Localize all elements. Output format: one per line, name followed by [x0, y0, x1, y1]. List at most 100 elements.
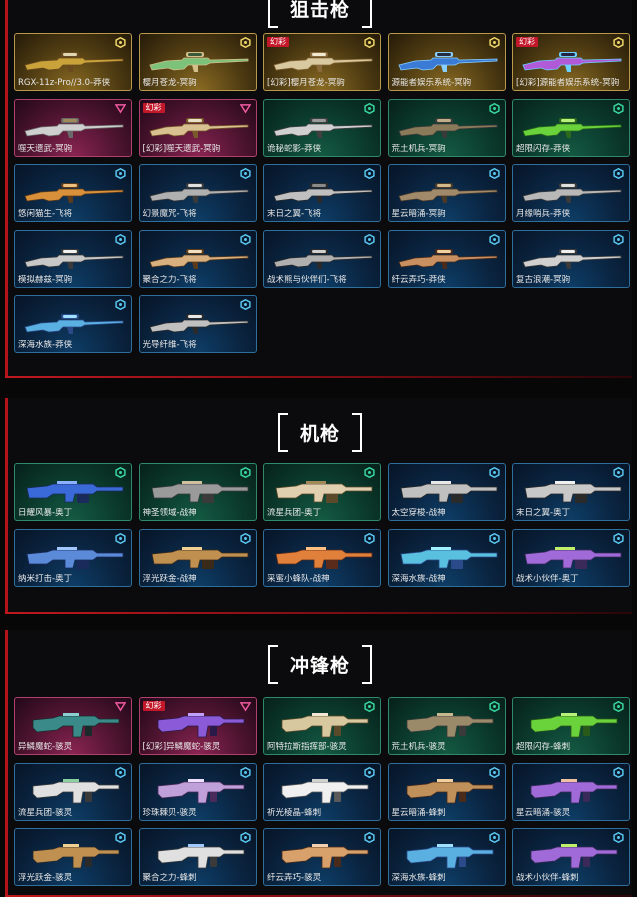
weapon-image — [273, 52, 373, 72]
skin-card[interactable]: 幻彩[幻彩]源能者娱乐系统-冥驹 — [512, 33, 630, 91]
skin-name: 悠闲猫生-飞将 — [18, 209, 73, 219]
section-header: 冲锋枪 — [8, 642, 632, 686]
skin-card[interactable]: 聚合之力-飞将 — [138, 229, 257, 288]
weapon-image — [397, 248, 497, 269]
skin-name: 复古浪潮-冥驹 — [516, 274, 571, 285]
skin-card[interactable]: 流星兵团-奥丁 — [263, 463, 381, 521]
skin-card[interactable]: 珍珠棘贝-骇灵 — [138, 762, 257, 821]
skin-card[interactable]: 超限闪存-蜂刺 — [512, 697, 630, 755]
skin-name: 流星兵团-奥丁 — [267, 508, 322, 518]
skin-card[interactable]: RGX-11z-Pro//3.0-莽侠 — [14, 33, 132, 91]
skin-card[interactable]: 荒土机兵-冥驹 — [387, 98, 506, 157]
weapon-image — [530, 778, 618, 803]
skin-name: 超限闪存-莽侠 — [516, 143, 571, 154]
skin-card[interactable]: 采蜜小蜂队-战神 — [263, 528, 381, 587]
skin-card[interactable]: 荒土机兵-骇灵 — [387, 697, 506, 755]
rarity-hexagon-icon — [115, 37, 126, 48]
rarity-hexagon-icon — [239, 233, 251, 245]
skin-name: 噬天遗武-冥驹 — [18, 143, 73, 154]
skin-card[interactable]: 浮光跃金-骇灵 — [14, 828, 132, 886]
skin-card[interactable]: 神圣领域-战神 — [138, 463, 257, 521]
skin-card[interactable]: 幻彩[幻彩]异鳞魔蛇-骇灵 — [138, 697, 257, 755]
rarity-hexagon-icon — [488, 766, 500, 778]
rarity-hexagon-icon — [115, 299, 126, 310]
skin-name: [幻彩]樱月苍龙-冥驹 — [267, 78, 345, 88]
skin-card[interactable]: 战术小伙伴-奥丁 — [512, 528, 630, 587]
weapon-image — [400, 481, 497, 503]
skin-name: 星云暗涌-蜂刺 — [391, 807, 446, 818]
rarity-hexagon-icon — [488, 37, 500, 48]
section-title: 机枪 — [277, 412, 363, 452]
skin-card[interactable]: 光导纤维-飞将 — [138, 295, 257, 353]
skin-card[interactable]: 纤云弄巧-莽侠 — [387, 229, 506, 288]
rarity-hexagon-icon — [364, 102, 375, 114]
skin-card[interactable]: 流星兵团-骇灵 — [14, 762, 132, 821]
skin-card[interactable]: 星云暗涌-蜂刺 — [387, 762, 506, 821]
skin-card[interactable]: 纤云弄巧-骇灵 — [263, 828, 381, 886]
weapon-image — [275, 546, 373, 569]
skin-card[interactable]: 末日之翼-飞将 — [263, 164, 381, 222]
weapon-image — [281, 844, 369, 869]
skin-card[interactable]: 太空穿梭-战神 — [387, 463, 506, 521]
skin-name: 阿特拉斯指挥部-骇灵 — [267, 742, 347, 752]
rarity-hexagon-icon — [364, 233, 375, 245]
skin-card[interactable]: 祈光棱晶-蜂刺 — [263, 762, 381, 821]
skin-card[interactable]: 樱月苍龙-冥驹 — [138, 33, 257, 91]
rarity-hexagon-icon — [364, 701, 375, 712]
skin-card[interactable]: 深海水族-莽侠 — [14, 295, 132, 353]
weapon-image — [157, 778, 244, 803]
skin-card[interactable]: 战术熊与伙伴们-飞将 — [263, 229, 381, 288]
skin-card[interactable]: 战术小伙伴-蜂刺 — [512, 828, 630, 886]
rarity-hexagon-icon — [115, 233, 126, 245]
skin-card[interactable]: 浮光跃金-战神 — [138, 528, 257, 587]
skin-card[interactable]: 异鳞魔蛇-骇灵 — [14, 697, 132, 755]
skin-card[interactable]: 幻彩[幻彩]噬天遗武-冥驹 — [138, 98, 257, 157]
skin-card[interactable]: 日耀风暴-奥丁 — [14, 463, 132, 521]
rarity-hexagon-icon — [613, 467, 624, 478]
skin-card[interactable]: 模拟赫兹-冥驹 — [14, 229, 132, 288]
skin-card[interactable]: 星云暗涌-骇灵 — [512, 762, 630, 821]
section-title: 冲锋枪 — [267, 644, 373, 684]
skin-card[interactable]: 悠闲猫生-飞将 — [14, 164, 132, 222]
skin-card[interactable]: 月缘哨兵-莽侠 — [512, 164, 630, 222]
rarity-triangle-icon — [115, 103, 126, 114]
section-title: 狙击枪 — [267, 0, 373, 28]
skin-card[interactable]: 噬天遗武-冥驹 — [14, 98, 132, 157]
rarity-hexagon-icon — [239, 299, 251, 310]
rarity-hexagon-icon — [488, 233, 500, 245]
skin-card[interactable]: 深海水族-战神 — [387, 528, 506, 587]
skin-card[interactable]: 超限闪存-莽侠 — [512, 98, 630, 157]
skin-card[interactable]: 源能者娱乐系统-冥驹 — [387, 33, 506, 91]
rarity-hexagon-icon — [115, 766, 126, 778]
rarity-hexagon-icon — [364, 832, 375, 843]
skin-name: 深海水族-莽侠 — [18, 340, 73, 350]
skin-card[interactable]: 聚合之力-蜂刺 — [138, 828, 257, 886]
weapon-image — [397, 183, 497, 203]
weapon-image — [522, 52, 622, 72]
skin-card[interactable]: 幻景魔咒-飞将 — [138, 164, 257, 222]
skin-card[interactable]: 阿特拉斯指挥部-骇灵 — [263, 697, 381, 755]
skin-card[interactable]: 星云暗涌-冥驹 — [387, 164, 506, 222]
skin-card[interactable]: 复古浪潮-冥驹 — [512, 229, 630, 288]
skin-name: 源能者娱乐系统-冥驹 — [391, 78, 472, 88]
skin-card[interactable]: 诡秘蛇影-莽侠 — [263, 98, 381, 157]
skin-card[interactable]: 深海水族-蜂刺 — [387, 828, 506, 886]
weapon-image — [400, 546, 497, 569]
weapon-image — [522, 248, 622, 269]
weapon-image — [24, 248, 124, 269]
rarity-hexagon-icon — [613, 701, 624, 712]
weapon-image — [151, 481, 248, 503]
skin-card[interactable]: 幻彩[幻彩]樱月苍龙-冥驹 — [263, 33, 381, 91]
weapon-image — [157, 844, 244, 869]
skin-name: 樱月苍龙-冥驹 — [142, 78, 197, 88]
skin-card[interactable]: 纳米打击-奥丁 — [14, 528, 132, 587]
weapon-image — [281, 778, 369, 803]
variant-tag: 幻彩 — [142, 102, 165, 113]
section-smg: 冲锋枪 异鳞魔蛇-骇灵幻彩[幻彩]异鳞魔蛇-骇灵阿特拉斯指挥部-骇灵 荒土机兵-骇… — [5, 630, 632, 897]
skin-name: 战术小伙伴-蜂刺 — [516, 873, 579, 883]
weapon-image — [522, 117, 622, 138]
weapon-image — [522, 183, 622, 203]
skin-name: 浮光跃金-骇灵 — [18, 873, 73, 883]
skin-card[interactable]: 末日之翼-奥丁 — [512, 463, 630, 521]
skin-name: 日耀风暴-奥丁 — [18, 508, 73, 518]
